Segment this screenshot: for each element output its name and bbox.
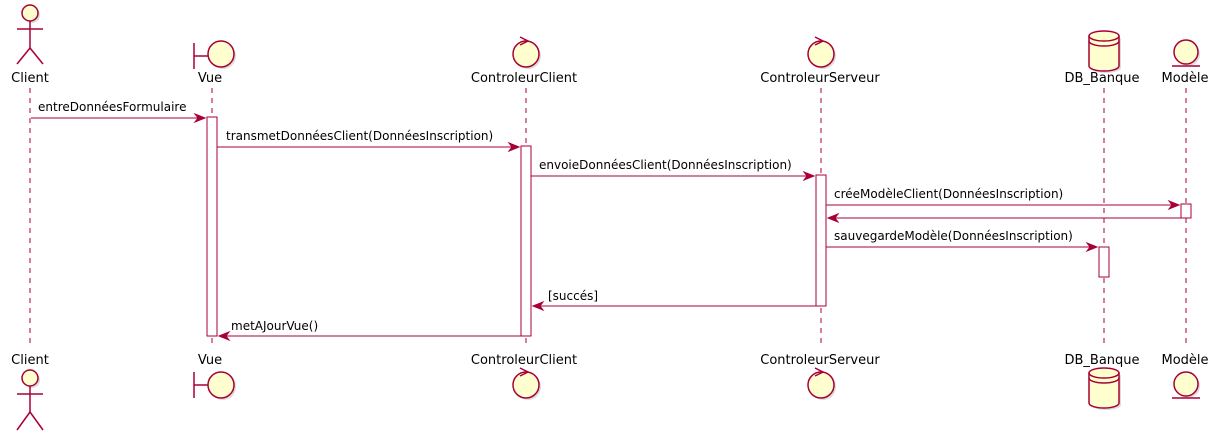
participant-label-db-banque: DB_Banque (1064, 71, 1139, 86)
arrow-left-icon (531, 300, 545, 312)
message: metAJourVue() (217, 319, 521, 342)
message-label: créeModèleClient(DonnéesInscription) (834, 187, 1063, 201)
activation-controleur-serveur (815, 174, 827, 307)
participants-bottom: Client Vue ControleurClient ControleurSe… (11, 353, 1209, 431)
message-label: [succés] (548, 289, 598, 303)
participant-label-controleur-client: ControleurClient (471, 71, 577, 86)
database-icon (1088, 30, 1121, 73)
message: [succés] (531, 289, 816, 312)
actor-icon (16, 4, 44, 65)
participant-label-controleur-serveur: ControleurServeur (760, 353, 880, 368)
participant-label-client: Client (11, 71, 49, 86)
arrow-right-icon (1085, 241, 1099, 253)
activations (206, 116, 1192, 337)
participant-label-modele: Modèle (1161, 353, 1208, 368)
activation-controleur-client (520, 145, 532, 337)
arrow-right-icon (802, 170, 816, 182)
control-icon (512, 367, 541, 400)
control-icon (512, 36, 541, 69)
control-icon (807, 367, 836, 400)
message (826, 212, 1181, 224)
actor-icon (16, 369, 44, 431)
message: créeModèleClient(DonnéesInscription) (826, 187, 1181, 211)
arrow-right-icon (1167, 199, 1181, 211)
message-label: transmetDonnéesClient(DonnéesInscription… (226, 129, 493, 143)
participant-label-client: Client (11, 353, 49, 368)
participants-top: Client Vue ControleurClient ControleurSe… (11, 4, 1209, 86)
activation-modele (1180, 203, 1192, 219)
participant-label-controleur-serveur: ControleurServeur (760, 71, 880, 86)
message: entreDonnéesFormulaire (31, 100, 207, 124)
message-label: entreDonnéesFormulaire (38, 100, 186, 114)
message: sauvegardeModèle(DonnéesInscription) (826, 229, 1099, 253)
boundary-icon (193, 40, 236, 69)
messages: entreDonnéesFormulaire transmetDonnéesCl… (31, 100, 1181, 342)
control-icon (807, 36, 836, 69)
arrow-right-icon (193, 112, 207, 124)
message: transmetDonnéesClient(DonnéesInscription… (217, 129, 521, 153)
entity-icon (1172, 39, 1200, 67)
participant-label-controleur-client: ControleurClient (471, 353, 577, 368)
participant-label-db-banque: DB_Banque (1064, 353, 1139, 368)
boundary-icon (193, 371, 236, 400)
message: envoieDonnéesClient(DonnéesInscription) (531, 158, 816, 182)
participant-label-vue: Vue (198, 71, 222, 86)
participant-label-vue: Vue (198, 353, 222, 368)
message-label: metAJourVue() (231, 319, 318, 333)
arrow-left-icon (826, 212, 840, 224)
activation-db-banque (1098, 246, 1110, 278)
entity-icon (1172, 371, 1200, 399)
message-label: envoieDonnéesClient(DonnéesInscription) (539, 158, 792, 172)
arrow-right-icon (507, 141, 521, 153)
activation-vue (206, 116, 218, 337)
participant-label-modele: Modèle (1161, 71, 1208, 86)
arrow-left-icon (217, 330, 231, 342)
message-label: sauvegardeModèle(DonnéesInscription) (834, 229, 1073, 243)
database-icon (1088, 367, 1121, 410)
